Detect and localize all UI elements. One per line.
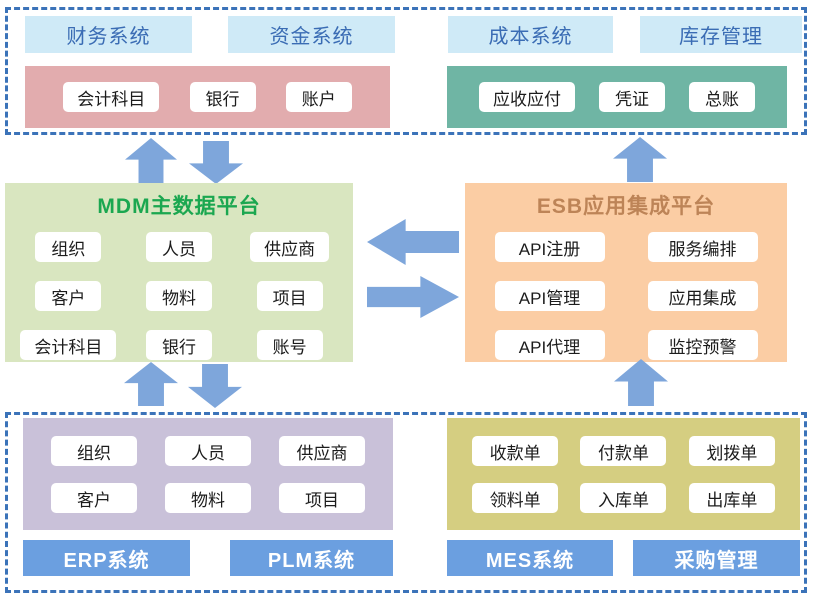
data-item-chip: 供应商	[279, 436, 365, 466]
header-inventory-management-label: 库存管理	[679, 26, 763, 48]
mdm-platform-grid: 组织 人员 供应商 客户 物料 项目 会计科目 银行 账号	[5, 232, 353, 360]
data-item-chip: API代理	[494, 330, 605, 360]
bottom-systems-section-border	[5, 412, 807, 593]
data-item-chip: API管理	[494, 281, 605, 311]
finance-data-group: 会计科目 银行 账户	[25, 66, 390, 128]
arrow-down-mdm-to-erp-icon	[188, 364, 242, 408]
data-item-chip: 客户	[51, 483, 137, 513]
data-item-chip: 划拨单	[688, 436, 775, 466]
data-item-chip: 应收应付	[479, 82, 575, 112]
data-item-chip: 物料	[165, 483, 251, 513]
data-item-chip: 凭证	[599, 82, 665, 112]
arrow-up-mes-to-esb-icon	[614, 359, 668, 406]
data-item-chip: 银行	[145, 330, 212, 360]
data-item-chip: 账户	[285, 82, 352, 112]
data-item-chip: 监控预警	[647, 330, 758, 360]
mes-purchase-data-group-grid: 收款单 付款单 划拨单 领料单 入库单 出库单	[447, 418, 800, 530]
data-item-chip: 收款单	[472, 436, 559, 466]
erp-plm-data-group: 组织 人员 供应商 客户 物料 项目	[23, 418, 393, 530]
mes-purchase-data-group: 收款单 付款单 划拨单 领料单 入库单 出库单	[447, 418, 800, 530]
data-item-chip: 人员	[165, 436, 251, 466]
arrow-right-mdm-to-esb-icon	[367, 276, 459, 318]
header-capital-system-label: 资金系统	[269, 26, 354, 48]
system-button-mes: MES系统	[447, 540, 613, 576]
mdm-platform-title: MDM主数据平台	[97, 195, 261, 218]
system-button-erp: ERP系统	[23, 540, 190, 576]
esb-platform-title: ESB应用集成平台	[536, 195, 716, 218]
system-button-purchase: 采购管理	[633, 540, 800, 576]
system-button-purchase-label: 采购管理	[674, 549, 759, 572]
data-item-chip: 供应商	[250, 232, 330, 262]
data-item-chip: 入库单	[580, 483, 667, 513]
finance-data-group-row: 会计科目 银行 账户	[25, 66, 390, 128]
header-cost-system-label: 成本系统	[488, 26, 573, 48]
data-item-chip: 会计科目	[63, 82, 160, 112]
data-item-chip: 人员	[145, 232, 212, 262]
arrow-up-mdm-to-top-icon	[125, 138, 177, 183]
header-finance-system-label: 财务系统	[66, 26, 151, 48]
data-item-chip: 付款单	[580, 436, 667, 466]
arrow-down-top-to-mdm-icon	[189, 141, 243, 184]
data-item-chip: 领料单	[472, 483, 559, 513]
data-item-chip: API注册	[494, 232, 605, 262]
data-item-chip: 组织	[35, 232, 102, 262]
cost-data-group: 应收应付 凭证 总账	[447, 66, 787, 128]
data-item-chip: 物料	[145, 281, 212, 311]
system-button-mes-label: MES系统	[485, 549, 575, 572]
header-inventory-management: 库存管理	[640, 16, 802, 53]
arrow-up-esb-to-top-icon	[613, 137, 667, 182]
mdm-platform: MDM主数据平台 组织 人员 供应商 客户 物料 项目 会计科目 银行 账号	[5, 183, 353, 362]
erp-plm-data-group-grid: 组织 人员 供应商 客户 物料 项目	[23, 418, 393, 530]
data-item-chip: 项目	[279, 483, 365, 513]
data-item-chip: 服务编排	[647, 232, 758, 262]
esb-platform-grid: API注册 服务编排 API管理 应用集成 API代理 监控预警	[465, 232, 787, 360]
esb-platform: ESB应用集成平台 API注册 服务编排 API管理 应用集成 API代理 监控…	[465, 183, 787, 362]
header-finance-system: 财务系统	[25, 16, 192, 53]
top-systems-section-border	[5, 7, 807, 135]
cost-data-group-row: 应收应付 凭证 总账	[447, 66, 787, 128]
data-item-chip: 出库单	[688, 483, 775, 513]
system-button-plm-label: PLM系统	[267, 549, 356, 572]
data-item-chip: 会计科目	[20, 330, 117, 360]
system-button-erp-label: ERP系统	[63, 549, 150, 572]
data-item-chip: 银行	[189, 82, 256, 112]
header-cost-system: 成本系统	[448, 16, 613, 53]
system-button-plm: PLM系统	[230, 540, 393, 576]
arrow-left-esb-to-mdm-icon	[367, 219, 459, 265]
data-item-chip: 组织	[51, 436, 137, 466]
data-item-chip: 总账	[689, 82, 755, 112]
header-capital-system: 资金系统	[228, 16, 395, 53]
data-item-chip: 项目	[256, 281, 323, 311]
data-item-chip: 账号	[256, 330, 323, 360]
arrow-up-erp-to-mdm-icon	[124, 362, 178, 406]
data-item-chip: 应用集成	[647, 281, 758, 311]
data-item-chip: 客户	[35, 281, 102, 311]
